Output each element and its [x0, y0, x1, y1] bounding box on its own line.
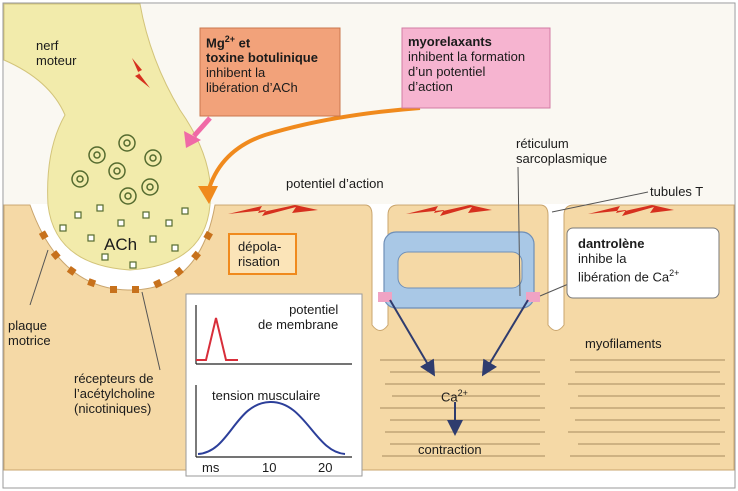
acetylcholine-receptors	[38, 230, 213, 293]
mg-text-line2: libération d’ACh	[206, 80, 298, 96]
graph-panel	[185, 293, 363, 477]
dantrolene-label: dantrolène inhibe la libération de Ca2+	[578, 236, 679, 284]
mg-title-line2: toxine botulinique	[206, 50, 318, 66]
myorelaxants-text-line2: d’un potentiel	[408, 64, 486, 79]
myorelaxants-box	[401, 27, 551, 109]
mg-text-line1: inhibent la	[206, 65, 266, 81]
synaptic-vesicles	[71, 134, 162, 205]
myofilament-lines	[380, 359, 725, 457]
mg-box	[199, 27, 341, 117]
depolarisation-label: dépola- risation	[238, 239, 281, 269]
depolarisation-line1: dépola-	[238, 239, 282, 254]
action-potential-bolts	[228, 205, 674, 216]
myofilaments-label: myofilaments	[585, 336, 662, 351]
receptors-line1: récepteurs de	[74, 371, 154, 386]
axis-20-label: 20	[318, 460, 333, 475]
dantrolene-line2: libération de Ca2+	[578, 268, 680, 285]
myorelaxants-text-line3: d’action	[408, 79, 453, 94]
dantrolene-box	[566, 227, 720, 299]
membrane-potential-label: potentiel de membrane	[258, 302, 338, 332]
calcium-release-arrows	[389, 299, 529, 436]
receptors-line2: l’acétylcholine	[74, 386, 155, 401]
mg-box-text: Mg2+ et toxine botulinique inhibent la l…	[200, 28, 340, 99]
mg-arrow	[192, 116, 212, 138]
depolarisation-line2: risation	[238, 254, 280, 269]
myorelaxants-title: myorelaxants	[408, 34, 492, 49]
ach-label: ACh	[104, 235, 138, 254]
ach-molecules	[59, 204, 189, 269]
muscle-tension-curve	[197, 400, 346, 455]
action-potential-label: potentiel d’action	[286, 176, 384, 191]
myorelaxant-arrowhead	[198, 186, 218, 204]
muscle-tension-label: tension musculaire	[212, 388, 321, 403]
plaque-line2: motrice	[8, 333, 51, 348]
nerve-impulse-bolt	[132, 58, 150, 88]
motor-nerve	[3, 3, 212, 271]
calcium-label: Ca2+	[441, 388, 468, 405]
nerf-label-line1: nerf	[36, 38, 59, 53]
membrane-potential-line2: de membrane	[258, 317, 339, 332]
membrane-potential-curve	[196, 317, 238, 361]
mg-title: Mg2+ et	[206, 34, 251, 51]
contraction-label: contraction	[418, 442, 482, 457]
depolarisation-box	[228, 233, 297, 275]
myorelaxants-text-line1: inhibent la formation	[408, 49, 526, 64]
receptors-line3: (nicotiniques)	[74, 401, 152, 416]
membrane-potential-line1: potentiel	[289, 302, 339, 317]
reticulum-label: réticulum sarcoplasmique	[516, 136, 607, 166]
axis-ms-label: ms	[202, 460, 220, 475]
plaque-label: plaque motrice	[8, 318, 51, 348]
myorelaxant-arrow	[206, 106, 421, 193]
dantrolene-line1: inhibe la	[578, 251, 627, 266]
t-tubules-label: tubules T	[650, 184, 704, 199]
nerf-label: nerf moteur	[36, 38, 76, 68]
mg-arrowhead	[184, 131, 201, 148]
myorelaxants-box-text: myorelaxants inhibent la formation d’un …	[402, 30, 550, 98]
dantrolene-title: dantrolène	[578, 236, 645, 251]
sarcoplasmic-reticulum	[378, 231, 540, 309]
reticulum-line2: sarcoplasmique	[516, 151, 608, 166]
receptors-label: récepteurs de l’acétylcholine (nicotiniq…	[74, 371, 155, 416]
plaque-line1: plaque	[8, 318, 48, 333]
nerf-label-line2: moteur	[36, 53, 77, 68]
reticulum-line1: réticulum	[516, 136, 569, 151]
axis-10-label: 10	[262, 460, 277, 475]
